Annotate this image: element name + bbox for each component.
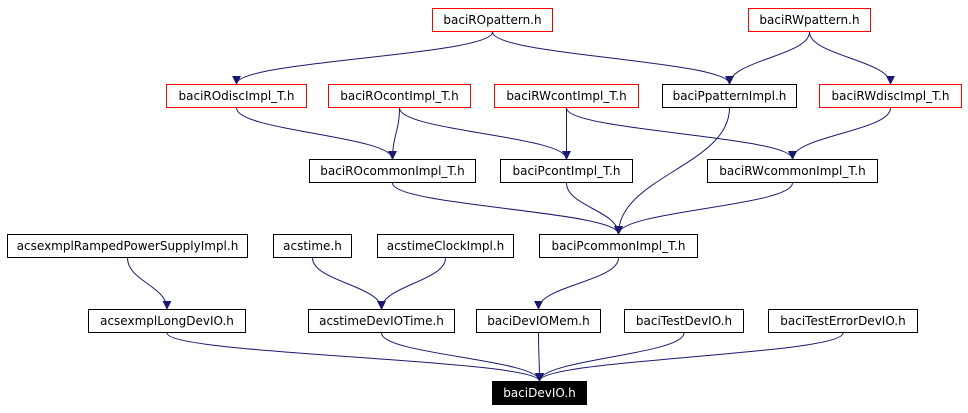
edge-baciPcommonImpl_T-to-baciDevIOMem <box>534 257 619 310</box>
node-label: baciDevIOMem.h <box>487 314 590 328</box>
node-label: acstimeDevIOTime.h <box>319 314 444 328</box>
edge-baciRWcommonImpl_T-to-baciPcommonImpl_T <box>614 182 793 235</box>
node-baciDevIOMem[interactable]: baciDevIOMem.h <box>476 309 601 333</box>
edge-baciRWpattern-to-baciPpatternImpl <box>725 31 810 85</box>
node-label: baciROcommonImpl_T.h <box>320 164 465 178</box>
node-acstimeDevIOTime[interactable]: acstimeDevIOTime.h <box>308 309 455 333</box>
node-baciPcommonImpl_T[interactable]: baciPcommonImpl_T.h <box>539 234 698 258</box>
node-baciTestDevIO[interactable]: baciTestDevIO.h <box>624 309 744 333</box>
edge-baciROdiscImpl_T-to-baciROcommonImpl_T <box>236 107 397 160</box>
node-label: baciPpatternImpl.h <box>672 89 787 103</box>
node-label: baciROdiscImpl_T.h <box>178 89 295 103</box>
edge-baciPpatternImpl-to-baciPcommonImpl_T <box>614 107 730 235</box>
node-baciRWcommonImpl_T[interactable]: baciRWcommonImpl_T.h <box>707 159 878 183</box>
node-label: baciROcontImpl_T.h <box>340 89 459 103</box>
node-baciRWdiscImpl_T[interactable]: baciRWdiscImpl_T.h <box>819 84 962 108</box>
node-label: acstime.h <box>283 239 342 253</box>
node-label: baciRWpattern.h <box>759 13 860 27</box>
node-label: acsexmplRampedPowerSupplyImpl.h <box>16 239 239 253</box>
node-label: baciTestDevIO.h <box>635 314 733 328</box>
node-acstimeClockImpl[interactable]: acstimeClockImpl.h <box>377 234 514 258</box>
node-acsexmplLongDevIO[interactable]: acsexmplLongDevIO.h <box>88 309 246 333</box>
node-baciROdiscImpl_T[interactable]: baciROdiscImpl_T.h <box>166 84 307 108</box>
edge-baciDevIOMem-to-baciDevIO <box>534 332 544 382</box>
edge-baciPcontImpl_T-to-baciPcommonImpl_T <box>566 182 623 235</box>
node-label: baciRWdiscImpl_T.h <box>831 89 950 103</box>
edge-acstimeClockImpl-to-acstimeDevIOTime <box>377 257 446 310</box>
node-baciRWcontImpl_T[interactable]: baciRWcontImpl_T.h <box>494 84 639 108</box>
node-baciROcommonImpl_T[interactable]: baciROcommonImpl_T.h <box>309 159 476 183</box>
edge-acstime-to-acstimeDevIOTime <box>312 257 386 310</box>
edge-baciTestDevIO-to-baciDevIO <box>535 332 685 382</box>
node-baciROpattern[interactable]: baciROpattern.h <box>432 8 553 32</box>
node-label: baciPcontImpl_T.h <box>512 164 621 178</box>
node-label: acstimeClockImpl.h <box>386 239 505 253</box>
edge-baciROcontImpl_T-to-baciPcontImpl_T <box>399 107 571 160</box>
node-baciPpatternImpl[interactable]: baciPpatternImpl.h <box>662 84 797 108</box>
node-label: baciDevIO.h <box>503 386 576 400</box>
node-baciROcontImpl_T[interactable]: baciROcontImpl_T.h <box>328 84 471 108</box>
node-acstime[interactable]: acstime.h <box>273 234 352 258</box>
node-acsexmplRampedPowerSupplyImpl[interactable]: acsexmplRampedPowerSupplyImpl.h <box>7 234 248 258</box>
edge-baciTestErrorDevIO-to-baciDevIO <box>535 332 844 382</box>
edge-baciROcommonImpl_T-to-baciPcommonImpl_T <box>392 182 623 235</box>
node-baciPcontImpl_T[interactable]: baciPcontImpl_T.h <box>500 159 633 183</box>
node-label: baciROpattern.h <box>443 13 542 27</box>
edge-baciRWcontImpl_T-to-baciRWcommonImpl_T <box>566 107 797 160</box>
node-label: baciTestErrorDevIO.h <box>780 314 906 328</box>
node-label: baciRWcontImpl_T.h <box>506 89 627 103</box>
edge-acsexmplRampedPowerSupplyImpl-to-acsexmplLongDevIO <box>127 257 172 310</box>
edge-baciRWdiscImpl_T-to-baciRWcommonImpl_T <box>788 107 891 160</box>
node-baciDevIO[interactable]: baciDevIO.h <box>492 381 587 405</box>
edge-baciROcontImpl_T-to-baciROcommonImpl_T <box>388 107 400 160</box>
node-baciRWpattern[interactable]: baciRWpattern.h <box>748 8 871 32</box>
edge-acstimeDevIOTime-to-baciDevIO <box>381 332 544 382</box>
edge-baciROpattern-to-baciROdiscImpl_T <box>232 31 493 85</box>
edge-baciRWpattern-to-baciRWdiscImpl_T <box>809 31 895 85</box>
node-label: baciPcommonImpl_T.h <box>551 239 686 253</box>
node-label: baciRWcommonImpl_T.h <box>719 164 866 178</box>
node-label: acsexmplLongDevIO.h <box>100 314 234 328</box>
node-baciTestErrorDevIO[interactable]: baciTestErrorDevIO.h <box>768 309 918 333</box>
edge-baciROpattern-to-baciPpatternImpl <box>492 31 734 85</box>
edge-acsexmplLongDevIO-to-baciDevIO <box>166 332 544 382</box>
